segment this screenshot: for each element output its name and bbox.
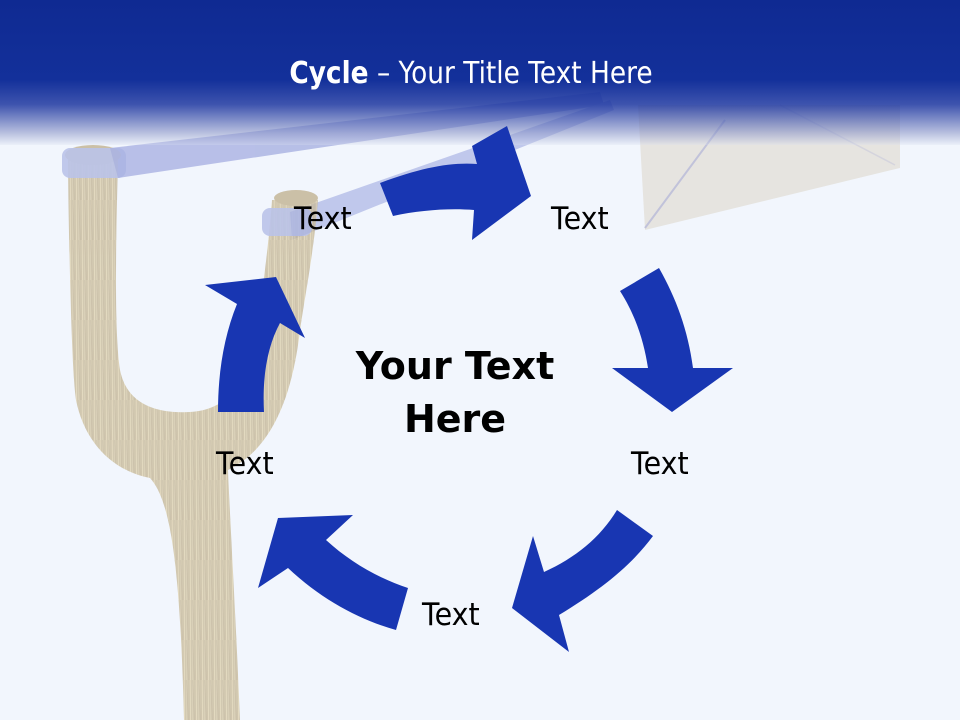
arrow-icon-bottom-left: [258, 515, 408, 630]
arrow-icon-right: [612, 268, 733, 412]
title-bar: [0, 0, 960, 145]
slingshot-image: [62, 145, 318, 720]
arrow-icon-top: [380, 126, 531, 240]
cycle-node-right: Text: [631, 446, 689, 482]
center-text: Your Text Here: [340, 340, 570, 446]
cycle-node-left: Text: [216, 446, 274, 482]
center-text-line2: Here: [403, 397, 507, 441]
center-text-line1: Your Text: [355, 344, 555, 388]
cycle-node-top-right: Text: [551, 201, 609, 237]
arrow-icon-left: [205, 277, 305, 412]
arrow-icon-bottom-right: [512, 510, 653, 652]
title-rest: – Your Title Text Here: [368, 56, 653, 91]
cycle-node-bottom: Text: [422, 597, 480, 633]
slide-title: Cycle – Your Title Text Here: [57, 56, 886, 91]
title-bold: Cycle: [289, 56, 369, 91]
cycle-node-top-left: Text: [294, 201, 352, 237]
